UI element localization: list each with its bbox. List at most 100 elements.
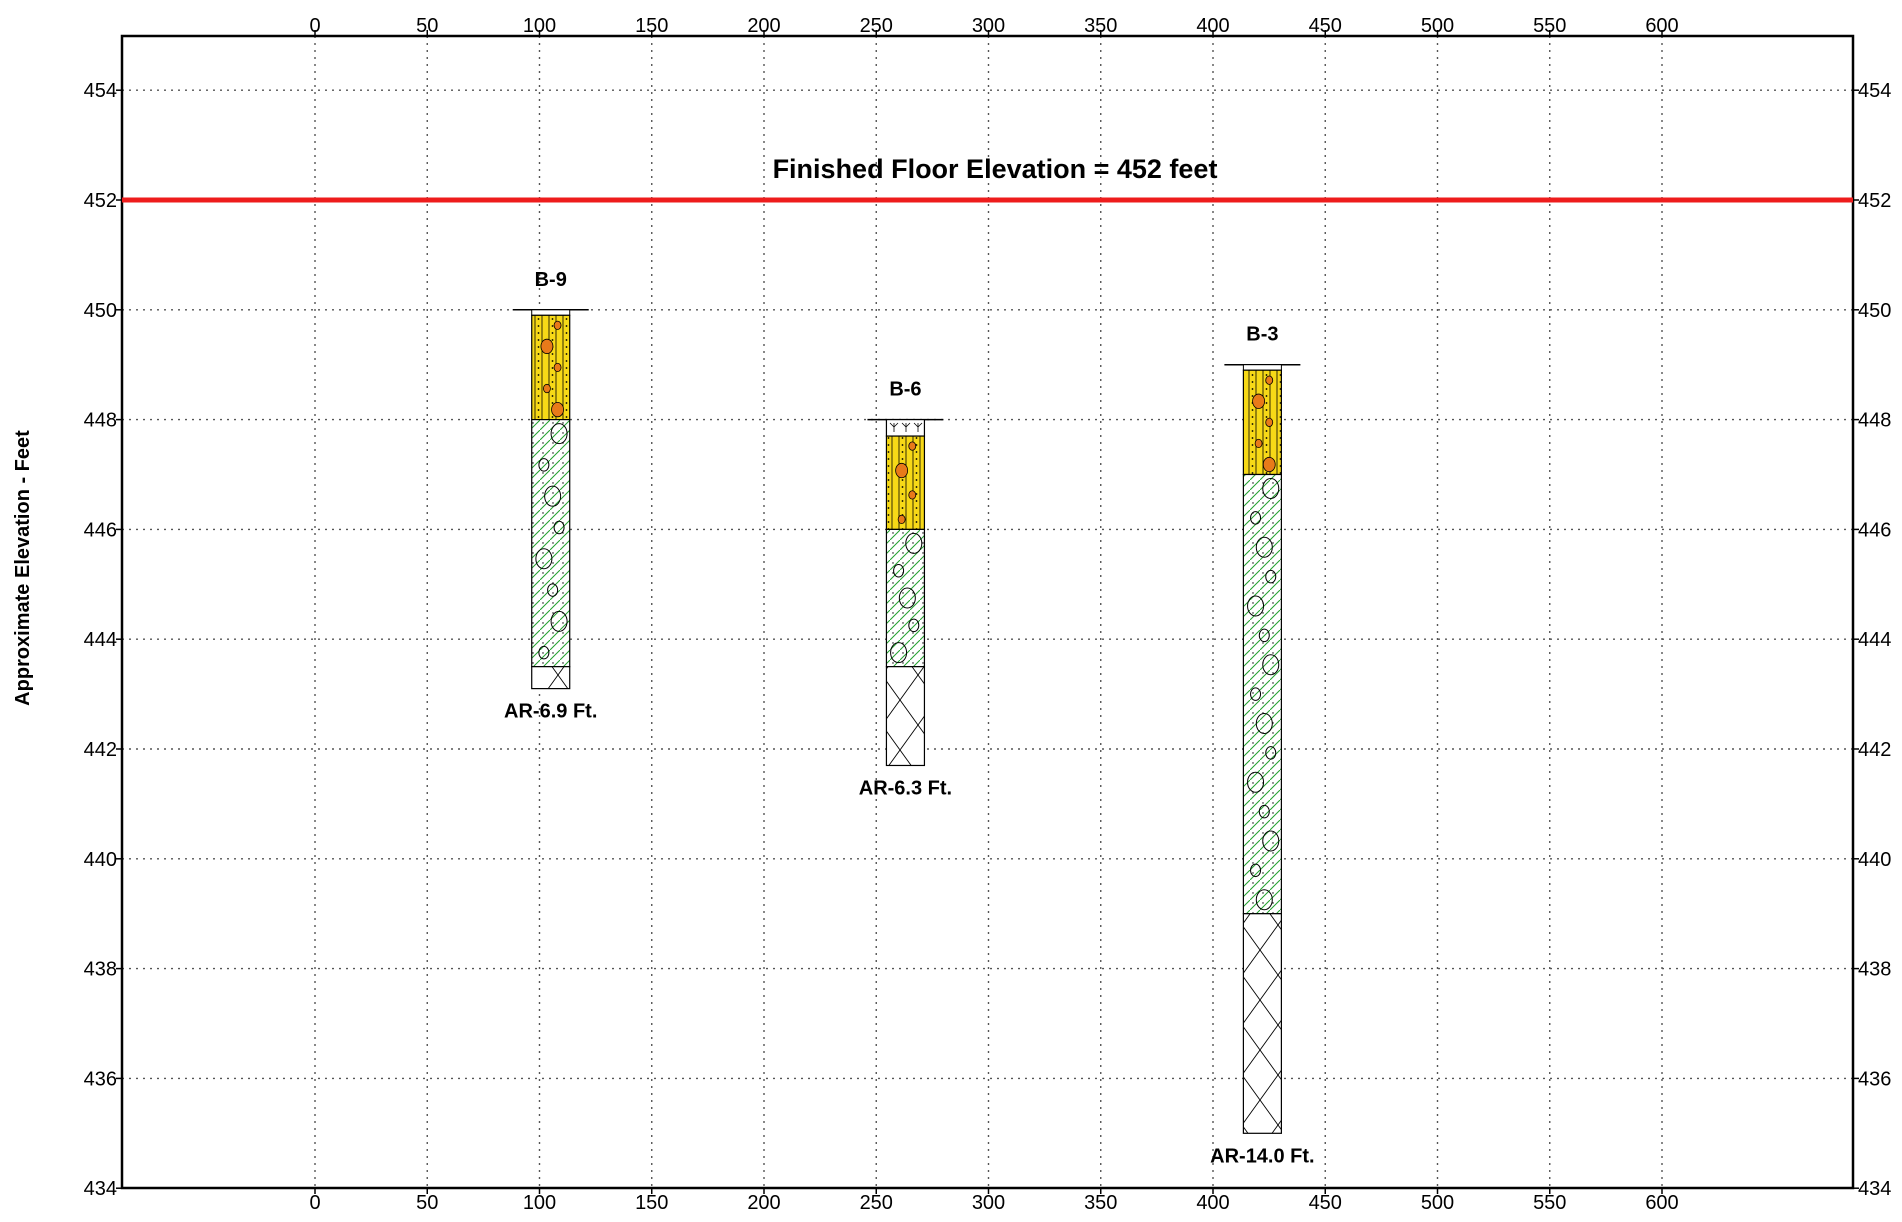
x-tick-label-bottom: 150 [635,1192,668,1214]
gravel-mark [1254,438,1263,449]
y-tick-label-right: 440 [1858,849,1891,871]
rock-mark [553,520,565,535]
x-tick-label-bottom: 500 [1421,1192,1454,1214]
y-tick-label-left: 442 [84,739,117,761]
rock-mark [547,583,559,597]
gravel-mark [540,338,554,354]
soil-layer-clay [531,419,571,668]
rock-mark [1250,511,1262,525]
x-tick-label-bottom: 400 [1196,1192,1229,1214]
x-tick-label-top: 100 [523,15,556,37]
soil-layer-fill [1242,369,1282,476]
x-tick-label-top: 450 [1309,15,1342,37]
y-tick-label-right: 446 [1858,519,1891,541]
boring-name-label: B-6 [889,379,921,401]
x-tick-label-bottom: 50 [416,1192,438,1214]
y-tick-label-right: 452 [1858,190,1891,212]
x-tick-label-top: 50 [416,15,438,37]
boring-b-6: B-6AR-6.3 Ft. [859,379,952,800]
soil-layer-topsoil [885,419,926,437]
surface-cap [1242,364,1282,371]
rock-mark [1247,771,1265,793]
y-tick-label-left: 448 [84,410,117,432]
rock-mark [1258,628,1270,643]
y-tick-label-right: 442 [1858,739,1891,761]
gravel-mark [553,320,562,330]
y-tick-label-left: 434 [84,1178,117,1200]
gravel-mark [897,514,906,525]
rock-mark [905,532,923,554]
rock-mark [544,485,562,507]
y-tick-label-left: 450 [84,300,117,322]
auger-refusal-label: AR-6.3 Ft. [859,777,952,799]
rock-mark [550,610,568,632]
x-tick-label-top: 550 [1533,15,1566,37]
y-tick-label-left: 438 [84,959,117,981]
x-tick-label-bottom: 350 [1084,1192,1117,1214]
y-tick-label-left: 446 [84,519,117,541]
rock-mark [890,642,908,664]
borings: B-9AR-6.9 Ft. B-6AR-6.3 Ft. B-3AR-14.0 Ft. [504,269,1315,1168]
x-tick-label-bottom: 250 [860,1192,893,1214]
gravel-mark [543,383,551,394]
y-tick-label-right: 454 [1858,80,1891,102]
gravel-mark [908,490,917,500]
rock-mark [1255,536,1273,558]
rock-mark [1255,889,1273,911]
y-tick-label-right: 444 [1858,629,1891,651]
boring-name-label: B-3 [1246,324,1278,346]
x-tick-label-bottom: 550 [1533,1192,1566,1214]
soil-layer-refusal [1242,913,1282,1134]
rock-mark [898,587,916,609]
x-tick-label-bottom: 100 [523,1192,556,1214]
y-tick-label-right: 448 [1858,410,1891,432]
surface-cap [531,309,571,316]
boring-b-9: B-9AR-6.9 Ft. [504,269,597,723]
x-tick-label-top: 600 [1645,15,1678,37]
rock-mark [538,458,550,472]
y-tick-label-left: 436 [84,1068,117,1090]
rock-mark [1262,830,1280,852]
boring-b-3: B-3AR-14.0 Ft. [1210,324,1314,1168]
gravel-mark [895,462,909,479]
rock-mark [550,423,568,445]
rock-mark [1250,687,1262,701]
boring-name-label: B-9 [535,269,567,291]
rock-mark [1250,863,1262,878]
gravel-mark [1262,456,1276,473]
grid-lines [122,36,1853,1188]
rock-mark [1255,712,1273,734]
x-tick-label-bottom: 200 [747,1192,780,1214]
x-tick-label-bottom: 600 [1645,1192,1678,1214]
auger-refusal-label: AR-6.9 Ft. [504,701,597,723]
x-tick-label-top: 200 [747,15,780,37]
x-tick-label-top: 500 [1421,15,1454,37]
x-tick-label-bottom: 0 [309,1192,320,1214]
y-tick-label-right: 436 [1858,1068,1891,1090]
y-axis-title: Approximate Elevation - Feet [12,430,34,706]
x-tick-label-top: 0 [309,15,320,37]
rock-mark [1265,569,1277,584]
auger-refusal-label: AR-14.0 Ft. [1210,1145,1314,1167]
rock-mark [1265,746,1277,760]
rock-mark [1247,595,1265,617]
rock-mark [1258,804,1270,819]
y-tick-label-right: 438 [1858,959,1891,981]
y-tick-label-right: 450 [1858,300,1891,322]
y-tick-label-left: 454 [84,80,117,102]
x-tick-label-bottom: 450 [1309,1192,1342,1214]
soil-layer-clay [1242,473,1282,915]
x-tick-label-top: 300 [972,15,1005,37]
gravel-mark [1265,375,1274,385]
y-tick-label-left: 444 [84,629,117,651]
y-tick-label-left: 440 [84,849,117,871]
x-tick-label-top: 350 [1084,15,1117,37]
x-tick-label-top: 150 [635,15,668,37]
rock-mark [908,618,920,633]
finished-floor-line: Finished Floor Elevation = 452 feet [122,154,1853,203]
plot-frame [120,34,1855,1190]
x-tick-label-top: 250 [860,15,893,37]
y-tick-label-right: 434 [1858,1178,1891,1200]
